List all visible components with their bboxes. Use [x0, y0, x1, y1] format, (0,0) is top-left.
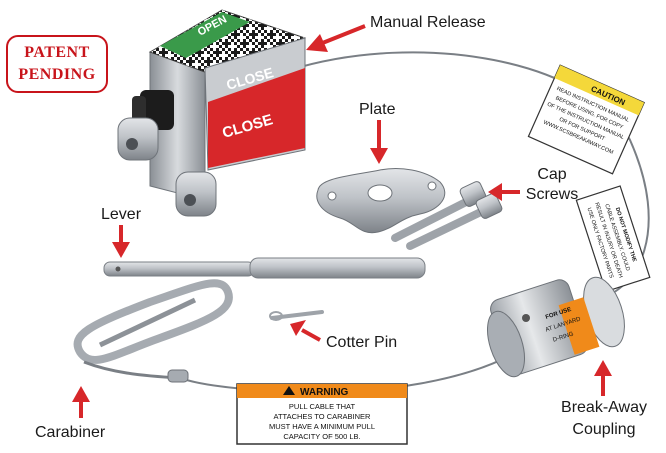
arrow-lever — [112, 225, 130, 258]
patent-pending-badge: PATENT PENDING — [6, 35, 108, 93]
label-breakaway-line-2: Coupling — [572, 421, 636, 438]
plate — [316, 168, 446, 234]
label-cotter-pin: Cotter Pin — [326, 334, 398, 351]
label-cap-screws-line-2: Screws — [525, 186, 579, 203]
carabiner — [73, 279, 233, 383]
warning-line-3: MUST HAVE A MINIMUM PULL — [269, 422, 375, 431]
arrow-manual-release — [306, 24, 366, 52]
cotter-pin — [269, 310, 324, 321]
breakaway-coupling — [487, 276, 625, 378]
arrow-plate — [370, 120, 388, 164]
cap-screws — [391, 181, 503, 250]
label-lever: Lever — [101, 206, 142, 223]
side-tag-card — [575, 185, 651, 293]
lever — [103, 257, 426, 279]
label-carabiner: Carabiner — [35, 424, 106, 441]
patent-line-2: PENDING — [18, 66, 96, 83]
patent-line-1: PATENT — [24, 44, 90, 61]
arrow-cotter-pin — [290, 320, 321, 342]
warning-label-card — [236, 383, 408, 445]
manual-release-box — [117, 9, 307, 217]
label-cap-screws-line-1: Cap — [537, 166, 567, 183]
arrow-breakaway — [594, 360, 612, 396]
arrow-cap-screws — [488, 183, 520, 201]
warning-line-1: PULL CABLE THAT — [289, 402, 356, 411]
label-breakaway-line-1: Break-Away — [561, 399, 647, 416]
warning-line-4: CAPACITY OF 500 LB. — [283, 432, 360, 441]
caution-tag-card — [527, 64, 645, 175]
warning-header: WARNING — [300, 387, 349, 398]
warning-line-2: ATTACHES TO CARABINER — [274, 412, 372, 421]
label-plate: Plate — [359, 101, 396, 118]
arrow-carabiner — [72, 386, 90, 418]
label-manual-release: Manual Release — [370, 14, 486, 31]
